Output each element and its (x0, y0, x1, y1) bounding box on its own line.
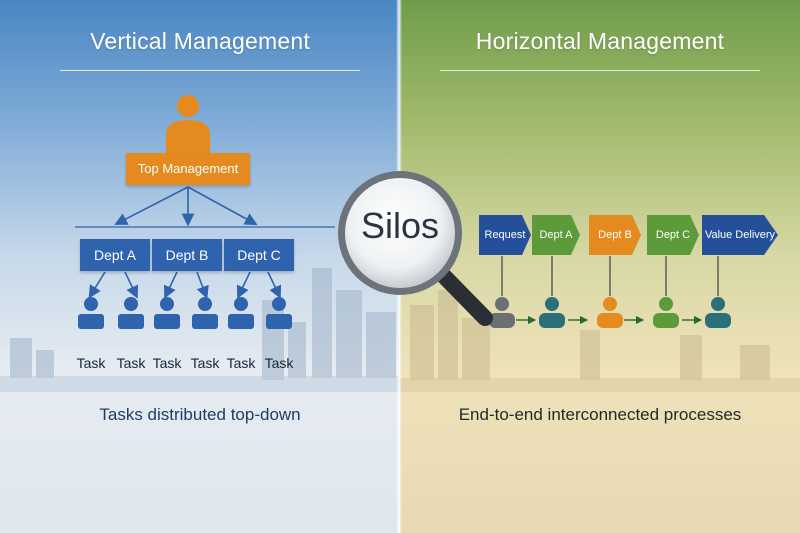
vertical-management-panel: Vertical Management Top Management Dept … (0, 0, 400, 533)
horizontal-management-title: Horizontal Management (475, 28, 725, 54)
person-icon (539, 297, 565, 328)
task-label: Task (190, 355, 220, 371)
worker-person-icon (118, 297, 144, 329)
process-step-request: Request (479, 215, 531, 255)
task-label: Task (116, 355, 146, 371)
city-skyline-left (0, 268, 400, 392)
horizontal-management-panel: Horizontal Management Request Dept A Dep… (400, 0, 800, 533)
silos-label: Silos (360, 205, 440, 246)
vertical-footer-caption: Tasks distributed top-down (99, 405, 301, 424)
process-step-value-delivery: Value Delivery (702, 215, 778, 255)
person-icon (597, 297, 623, 328)
worker-person-icon (228, 297, 254, 329)
worker-person-icon (154, 297, 180, 329)
top-management-box: Top Management (126, 153, 250, 185)
title-underline (440, 70, 760, 71)
title-underline (60, 70, 360, 71)
person-icon (489, 297, 515, 328)
hierarchy-connectors (75, 186, 335, 299)
vertical-management-title: Vertical Management (90, 28, 310, 54)
person-icon (705, 297, 731, 328)
city-skyline-right (400, 290, 800, 392)
worker-person-icon (78, 297, 104, 329)
process-connectors (501, 256, 719, 325)
process-step-dept-b: Dept B (589, 215, 641, 255)
task-label: Task (76, 355, 106, 371)
task-label: Task (152, 355, 182, 371)
manager-person-icon (166, 95, 210, 153)
task-label: Task (226, 355, 256, 371)
dept-a-box: Dept A (80, 239, 150, 271)
task-label: Task (264, 355, 294, 371)
process-step-dept-c: Dept C (647, 215, 699, 255)
worker-person-icon (266, 297, 292, 329)
magnifying-glass-icon (338, 171, 493, 326)
dept-b-box: Dept B (152, 239, 222, 271)
person-icon (653, 297, 679, 328)
horizontal-footer-caption: End-to-end interconnected processes (458, 405, 742, 424)
dept-c-box: Dept C (224, 239, 294, 271)
worker-person-icon (192, 297, 218, 329)
process-step-dept-a: Dept A (532, 215, 580, 255)
